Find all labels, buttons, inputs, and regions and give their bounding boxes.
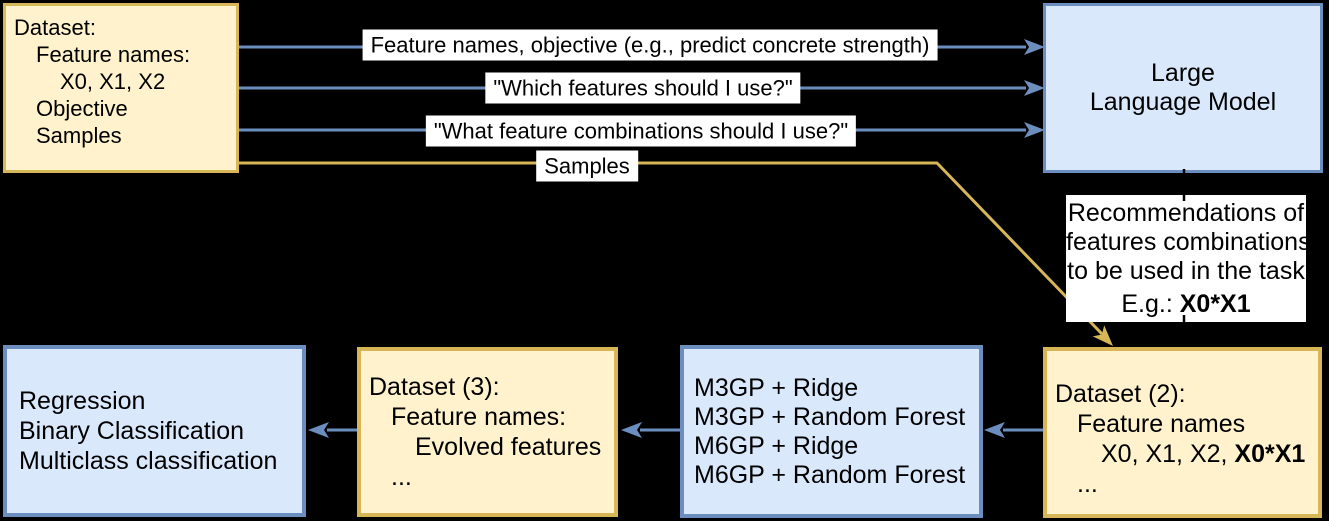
arrow-models-to-dataset3: [621, 422, 680, 438]
arrowhead-diagonal-icon: [1092, 325, 1113, 346]
arrowhead-left-icon: [308, 422, 329, 438]
task-line: Binary Classification: [19, 417, 245, 445]
dataset3-line: Evolved features: [415, 433, 602, 461]
arrow-dataset3-to-tasks: [308, 422, 357, 438]
dataset2-features-line: X0, X1, X2, X0*X1: [1055, 439, 1318, 469]
dataset-box-text: Dataset: Feature names: X0, X1, X2 Objec…: [6, 6, 236, 178]
dataset2-box-text: Dataset (2): Feature names X0, X1, X2, X…: [1047, 351, 1318, 520]
arrow-label-samples: Samples: [536, 150, 638, 182]
recommendation-line: Recommendations of: [1067, 199, 1305, 227]
dataset2-features-prefix: X0, X1, X2,: [1101, 439, 1235, 468]
example-feature-combination: X0*X1: [1179, 290, 1251, 318]
dataset3-box: Dataset (3): Feature names: Evolved feat…: [357, 347, 618, 517]
dataset-line: X0, X1, X2: [60, 69, 166, 94]
arrowhead-right-icon: [1024, 80, 1045, 96]
tasks-box-text: Regression Binary Classification Multicl…: [7, 349, 302, 513]
model-line: M3GP + Random Forest: [694, 402, 966, 431]
task-line: Multiclass classification: [19, 447, 278, 475]
dataset3-box-text: Dataset (3): Feature names: Evolved feat…: [361, 351, 614, 513]
arrow-label-features-objective: Feature names, objective (e.g., predict …: [362, 29, 938, 61]
models-box: M3GP + Ridge M3GP + Random Forest M6GP +…: [680, 345, 983, 518]
arrow-label-feature-combinations: "What feature combinations should I use?…: [425, 115, 857, 147]
model-line: M6GP + Ridge: [694, 431, 859, 460]
arrow-label-which-features: "Which features should I use?": [485, 72, 801, 104]
dataset2-features-bold: X0*X1: [1234, 439, 1306, 468]
task-line: Regression: [19, 387, 146, 415]
llm-line: Large: [1151, 59, 1215, 87]
example-prefix: E.g.:: [1121, 290, 1180, 318]
model-line: M6GP + Random Forest: [694, 460, 966, 489]
llm-line: Language Model: [1089, 88, 1277, 116]
recommendation-example-line: E.g.: X0*X1: [1066, 290, 1306, 319]
dataset-line: Dataset:: [14, 15, 96, 40]
recommendation-line: features combinations: [1066, 228, 1311, 256]
arrowhead-right-icon: [1024, 122, 1045, 138]
dataset2-line: Feature names: [1077, 409, 1246, 438]
arrowhead-left-icon: [984, 422, 1005, 438]
dataset-box: Dataset: Feature names: X0, X1, X2 Objec…: [3, 3, 239, 173]
arrowhead-left-icon: [621, 422, 642, 438]
tasks-box: Regression Binary Classification Multicl…: [3, 345, 306, 517]
dataset2-box: Dataset (2): Feature names X0, X1, X2, X…: [1043, 347, 1322, 518]
dataset-line: Samples: [36, 123, 122, 148]
dataset2-line: Dataset (2):: [1055, 379, 1186, 408]
models-box-text: M3GP + Ridge M3GP + Random Forest M6GP +…: [684, 349, 979, 514]
recommendation-label: Recommendations of features combinations…: [1066, 195, 1311, 322]
arrowhead-right-icon: [1024, 39, 1045, 55]
dataset3-line: Dataset (3):: [369, 373, 500, 401]
recommendation-line: to be used in the task: [1067, 257, 1305, 285]
model-line: M3GP + Ridge: [694, 373, 859, 402]
arrow-dataset2-to-models: [984, 422, 1043, 438]
arrow-samples: [239, 161, 1113, 346]
dataset-line: Objective: [36, 96, 128, 121]
llm-box: Large Language Model: [1043, 3, 1323, 173]
llm-box-text: Large Language Model: [1046, 6, 1320, 170]
dataset-line: Feature names:: [36, 42, 191, 67]
dataset2-ellipsis: ...: [1077, 469, 1098, 498]
dataset3-line: Feature names:: [391, 403, 567, 431]
dataset3-line: ...: [391, 463, 412, 491]
